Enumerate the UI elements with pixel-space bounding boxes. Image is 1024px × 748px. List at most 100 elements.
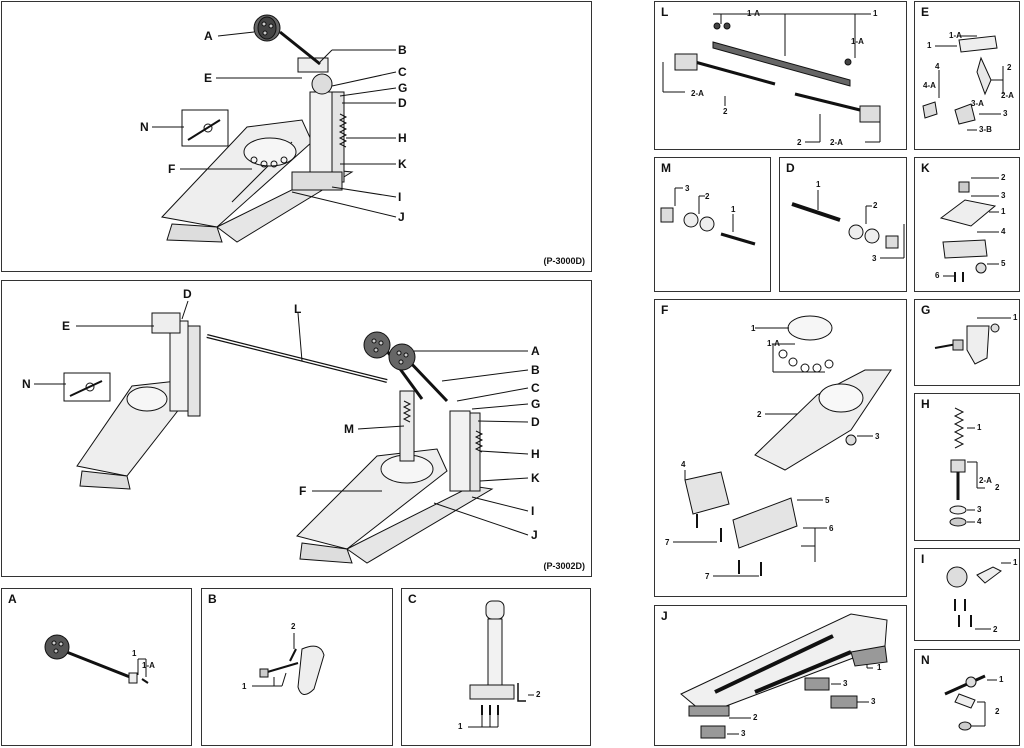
panel-title: E bbox=[921, 5, 930, 19]
part-2: 2 bbox=[1001, 173, 1006, 182]
panel-N: N 1 2 bbox=[914, 649, 1020, 746]
callout-H: H bbox=[398, 131, 407, 145]
part-4-A: 4-A bbox=[923, 81, 936, 90]
part-1-A: 1-A bbox=[747, 9, 760, 18]
part-5: 5 bbox=[1001, 259, 1006, 268]
hoop-clamp-drawing bbox=[939, 177, 999, 282]
panel-title: L bbox=[661, 5, 669, 19]
panel-title: F bbox=[661, 303, 669, 317]
part-2: 2 bbox=[873, 201, 878, 210]
double-pedal-drawing bbox=[34, 300, 529, 564]
part-3: 3 bbox=[843, 679, 848, 688]
part-6: 6 bbox=[829, 524, 834, 533]
panel-title: H bbox=[921, 397, 930, 411]
panel-L: L 1-A 1 1-A 2-A 2 2 2-A bbox=[654, 1, 907, 150]
callout-H: H bbox=[531, 447, 540, 461]
callout-K: K bbox=[398, 157, 407, 171]
callout-M: M bbox=[344, 422, 354, 436]
spring-drawing bbox=[949, 407, 985, 527]
model-label: (P-3002D) bbox=[543, 561, 585, 571]
panel-F: F 1 1-A 2 3 4 5 6 7 7 bbox=[654, 299, 907, 597]
part-1: 1 bbox=[1001, 207, 1006, 216]
callout-D: D bbox=[398, 96, 407, 110]
part-3: 3 bbox=[872, 254, 877, 263]
part-1: 1 bbox=[999, 675, 1004, 684]
part-4: 4 bbox=[681, 460, 686, 469]
part-1: 1 bbox=[927, 41, 932, 50]
callout-G: G bbox=[398, 81, 408, 95]
panel-M: M 3 2 1 bbox=[654, 157, 771, 292]
part-4: 4 bbox=[977, 517, 982, 526]
panel-J: J 1 3 3 2 3 bbox=[654, 605, 907, 746]
callout-J: J bbox=[531, 528, 538, 542]
part-2-A: 2-A bbox=[979, 476, 992, 485]
part-4: 4 bbox=[1001, 227, 1006, 236]
part-1: 1 bbox=[816, 180, 821, 189]
part-3: 3 bbox=[871, 697, 876, 706]
part-2-A: 2-A bbox=[1001, 91, 1014, 100]
part-1: 1 bbox=[132, 649, 137, 658]
double-pedal-diagram: D E L N A B C M G D H F K I J (P-3002D) bbox=[1, 280, 592, 577]
panel-K: K 2 3 1 4 5 6 bbox=[914, 157, 1020, 292]
part-1-A: 1-A bbox=[767, 339, 780, 348]
single-pedal-diagram: A B E C G D N H F K I J (P-3000D) bbox=[1, 1, 592, 272]
part-7: 7 bbox=[705, 572, 710, 581]
linkage-drawing bbox=[922, 35, 1004, 131]
callout-A: A bbox=[531, 344, 540, 358]
panel-title: J bbox=[661, 609, 668, 623]
callout-I: I bbox=[531, 504, 535, 518]
callout-C: C bbox=[398, 65, 407, 79]
callout-B: B bbox=[398, 43, 407, 57]
part-2: 2 bbox=[797, 138, 802, 147]
post-drawing bbox=[468, 600, 534, 728]
part-1-A: 1-A bbox=[851, 37, 864, 46]
key-drawing bbox=[944, 674, 997, 731]
callout-B: B bbox=[531, 363, 540, 377]
part-3: 3 bbox=[1001, 191, 1006, 200]
part-2: 2 bbox=[757, 410, 762, 419]
callout-K: K bbox=[531, 471, 540, 485]
panel-G: G 1 bbox=[914, 299, 1020, 386]
callout-A: A bbox=[204, 29, 213, 43]
drive-shaft-drawing bbox=[662, 13, 881, 143]
panel-I: I 1 2 bbox=[914, 548, 1020, 641]
callout-F: F bbox=[168, 162, 176, 176]
callout-F: F bbox=[299, 484, 307, 498]
panel-C: C 2 1 bbox=[401, 588, 591, 746]
callout-N: N bbox=[140, 120, 149, 134]
part-3-B: 3-B bbox=[979, 125, 992, 134]
part-2-A: 2-A bbox=[691, 89, 704, 98]
part-2-A: 2-A bbox=[830, 138, 843, 147]
part-3: 3 bbox=[741, 729, 746, 738]
part-1: 1 bbox=[242, 682, 247, 691]
callout-J: J bbox=[398, 210, 405, 224]
panel-title: N bbox=[921, 653, 930, 667]
part-1: 1 bbox=[873, 9, 878, 18]
panel-B: B 2 1 bbox=[201, 588, 393, 746]
spring-hook-drawing bbox=[934, 317, 1011, 365]
panel-title: G bbox=[921, 303, 931, 317]
panel-title: K bbox=[921, 161, 930, 175]
panel-title: C bbox=[408, 592, 417, 606]
part-1-A: 1-A bbox=[142, 661, 155, 670]
beater-drawing bbox=[44, 634, 149, 684]
part-1: 1 bbox=[458, 722, 463, 731]
part-5: 5 bbox=[825, 496, 830, 505]
part-2: 2 bbox=[705, 192, 710, 201]
panel-D: D 1 2 3 bbox=[779, 157, 907, 292]
part-7: 7 bbox=[665, 538, 670, 547]
part-2: 2 bbox=[995, 707, 1000, 716]
stopper-drawing bbox=[946, 562, 1011, 630]
part-4: 4 bbox=[935, 62, 940, 71]
part-3-A: 3-A bbox=[971, 99, 984, 108]
part-3: 3 bbox=[977, 505, 982, 514]
part-3: 3 bbox=[875, 432, 880, 441]
part-2: 2 bbox=[1007, 63, 1012, 72]
part-6: 6 bbox=[935, 271, 940, 280]
part-1: 1 bbox=[1013, 558, 1018, 567]
callout-D: D bbox=[183, 287, 192, 301]
single-pedal-drawing bbox=[152, 14, 397, 243]
part-2: 2 bbox=[753, 713, 758, 722]
part-1-A: 1-A bbox=[949, 31, 962, 40]
bearing-drawing bbox=[660, 187, 756, 246]
